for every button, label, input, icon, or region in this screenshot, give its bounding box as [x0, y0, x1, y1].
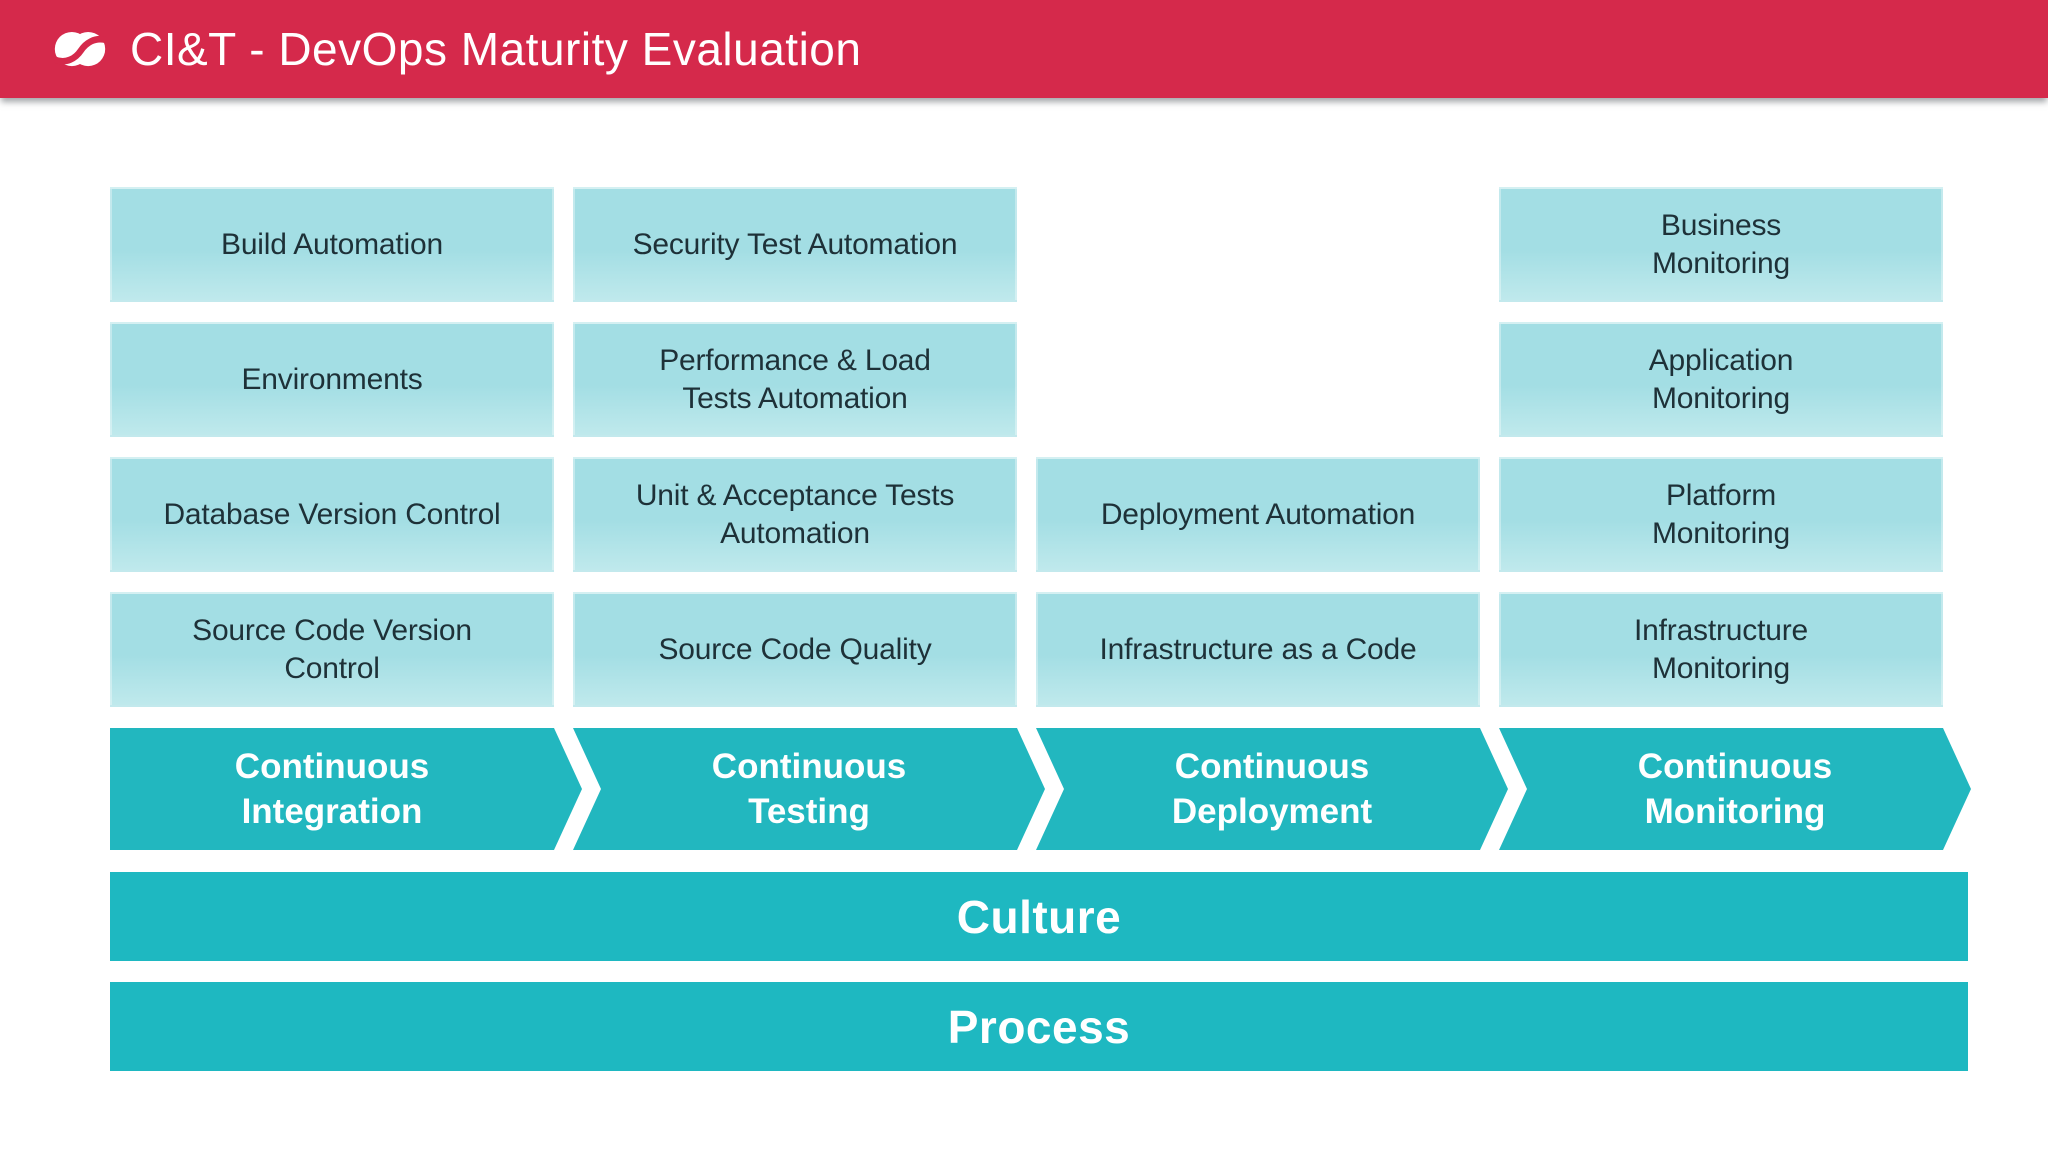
practice-box-infrastructure-monitoring: Infrastructure Monitoring	[1499, 592, 1943, 707]
cit-logo-icon	[54, 31, 106, 67]
pipeline-stages: Continuous Integration Continuous Testin…	[110, 728, 1971, 850]
practice-box-build-automation: Build Automation	[110, 187, 554, 302]
stage-continuous-monitoring: Continuous Monitoring	[1499, 728, 1971, 850]
practice-box-infrastructure-as-a-code: Infrastructure as a Code	[1036, 592, 1480, 707]
culture-bar: Culture	[110, 872, 1968, 961]
practice-box-performance-load-tests: Performance & Load Tests Automation	[573, 322, 1017, 437]
page-title: CI&T - DevOps Maturity Evaluation	[130, 23, 862, 75]
stage-continuous-integration: Continuous Integration	[110, 728, 582, 850]
practice-box-database-version-control: Database Version Control	[110, 457, 554, 572]
practice-box-application-monitoring: Application Monitoring	[1499, 322, 1943, 437]
practice-box-platform-monitoring: Platform Monitoring	[1499, 457, 1943, 572]
stage-continuous-deployment: Continuous Deployment	[1036, 728, 1508, 850]
app-header: CI&T - DevOps Maturity Evaluation	[0, 0, 2048, 98]
practice-box-business-monitoring: Business Monitoring	[1499, 187, 1943, 302]
practice-box-unit-acceptance-tests: Unit & Acceptance Tests Automation	[573, 457, 1017, 572]
practice-box-deployment-automation: Deployment Automation	[1036, 457, 1480, 572]
practice-box-source-code-quality: Source Code Quality	[573, 592, 1017, 707]
practice-box-source-code-version-control: Source Code Version Control	[110, 592, 554, 707]
process-bar: Process	[110, 982, 1968, 1071]
practice-box-security-test-automation: Security Test Automation	[573, 187, 1017, 302]
practice-box-environments: Environments	[110, 322, 554, 437]
practices-grid: Build Automation Security Test Automatio…	[110, 187, 1943, 707]
stage-continuous-testing: Continuous Testing	[573, 728, 1045, 850]
